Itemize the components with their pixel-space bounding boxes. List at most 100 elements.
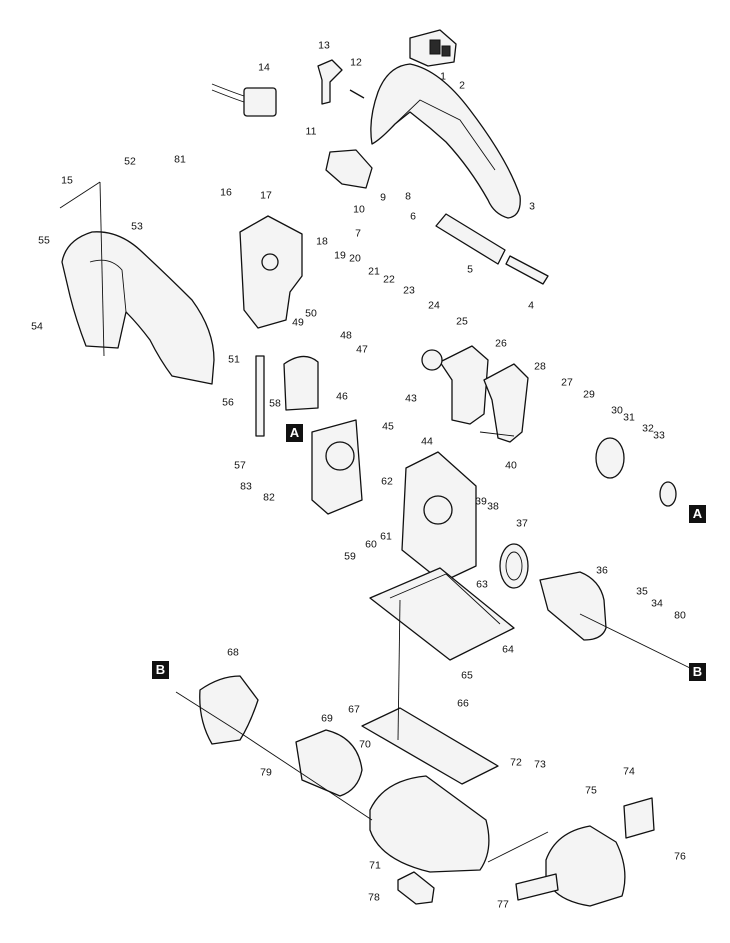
part-label-1: 1 bbox=[440, 70, 446, 83]
part-label-24: 24 bbox=[428, 299, 440, 312]
part-label-50: 50 bbox=[305, 307, 317, 320]
part-label-65: 65 bbox=[461, 669, 473, 682]
part-label-83: 83 bbox=[240, 480, 252, 493]
part-label-23: 23 bbox=[403, 284, 415, 297]
part-label-11: 11 bbox=[305, 125, 317, 138]
part-label-28: 28 bbox=[534, 360, 546, 373]
section-marker-b: B bbox=[152, 661, 169, 679]
part-label-27: 27 bbox=[561, 376, 573, 389]
leader-lines bbox=[59, 181, 691, 863]
part-label-43: 43 bbox=[405, 392, 417, 405]
part-slider-plates-drawing bbox=[421, 345, 529, 443]
part-label-7: 7 bbox=[355, 227, 361, 240]
part-label-54: 54 bbox=[31, 320, 43, 333]
part-label-76: 76 bbox=[674, 850, 686, 863]
part-label-39: 39 bbox=[475, 495, 487, 508]
part-label-20: 20 bbox=[349, 252, 361, 265]
section-marker-a: A bbox=[689, 505, 706, 523]
part-lever-drawing bbox=[317, 59, 365, 105]
part-main-handle-drawing bbox=[61, 231, 215, 385]
part-label-74: 74 bbox=[623, 765, 635, 778]
part-label-16: 16 bbox=[220, 186, 232, 199]
part-label-22: 22 bbox=[383, 273, 395, 286]
part-armature-drawing bbox=[539, 571, 607, 641]
part-rear-cover-drawing bbox=[545, 825, 626, 907]
part-label-13: 13 bbox=[318, 39, 330, 52]
part-field-coil-drawing bbox=[295, 729, 363, 797]
part-label-34: 34 bbox=[651, 597, 663, 610]
part-label-5: 5 bbox=[467, 263, 473, 276]
part-label-62: 62 bbox=[381, 475, 393, 488]
part-label-21: 21 bbox=[368, 265, 380, 278]
part-upper-housing-drawing bbox=[239, 215, 303, 329]
part-label-4: 4 bbox=[528, 299, 534, 312]
part-motor-housing-drawing bbox=[369, 775, 490, 873]
part-shoe-plate-drawing bbox=[361, 707, 499, 785]
part-cord-clip-drawing bbox=[397, 871, 435, 905]
part-label-9: 9 bbox=[380, 191, 386, 204]
part-label-48: 48 bbox=[340, 329, 352, 342]
part-label-64: 64 bbox=[502, 643, 514, 656]
part-label-59: 59 bbox=[344, 550, 356, 563]
part-label-56: 56 bbox=[222, 396, 234, 409]
part-label-8: 8 bbox=[405, 190, 411, 203]
part-label-70: 70 bbox=[359, 738, 371, 751]
part-label-82: 82 bbox=[263, 491, 275, 504]
part-label-29: 29 bbox=[583, 388, 595, 401]
part-label-58: 58 bbox=[269, 397, 281, 410]
part-plunger-rod-drawing bbox=[255, 355, 265, 437]
part-label-79: 79 bbox=[260, 766, 272, 779]
part-label-44: 44 bbox=[421, 435, 433, 448]
part-label-69: 69 bbox=[321, 712, 333, 725]
part-gear-housing-drawing bbox=[401, 451, 477, 583]
part-label-77: 77 bbox=[497, 898, 509, 911]
part-label-2: 2 bbox=[459, 79, 465, 92]
section-marker-a: A bbox=[286, 424, 303, 442]
part-label-55: 55 bbox=[38, 234, 50, 247]
part-baffle-ring-drawing bbox=[199, 675, 259, 745]
part-label-80: 80 bbox=[674, 609, 686, 622]
part-label-19: 19 bbox=[334, 249, 346, 262]
part-label-33: 33 bbox=[653, 429, 665, 442]
part-label-45: 45 bbox=[382, 420, 394, 433]
part-label-72: 72 bbox=[510, 756, 522, 769]
part-drive-gear-drawing bbox=[499, 543, 529, 589]
part-label-6: 6 bbox=[410, 210, 416, 223]
part-label-81: 81 bbox=[174, 153, 186, 166]
part-label-17: 17 bbox=[260, 189, 272, 202]
part-label-60: 60 bbox=[365, 538, 377, 551]
part-label-15: 15 bbox=[61, 174, 73, 187]
part-label-12: 12 bbox=[350, 56, 362, 69]
part-label-25: 25 bbox=[456, 315, 468, 328]
part-base-plate-drawing bbox=[369, 567, 515, 661]
part-label-3: 3 bbox=[529, 200, 535, 213]
section-marker-b: B bbox=[689, 663, 706, 681]
part-label-66: 66 bbox=[457, 697, 469, 710]
part-label-10: 10 bbox=[353, 203, 365, 216]
part-label-61: 61 bbox=[380, 530, 392, 543]
part-label-35: 35 bbox=[636, 585, 648, 598]
part-labels-drawing bbox=[515, 797, 655, 901]
part-label-30: 30 bbox=[611, 404, 623, 417]
part-label-37: 37 bbox=[516, 517, 528, 530]
part-label-49: 49 bbox=[292, 316, 304, 329]
part-label-47: 47 bbox=[356, 343, 368, 356]
part-label-52: 52 bbox=[124, 155, 136, 168]
part-label-71: 71 bbox=[369, 859, 381, 872]
part-label-40: 40 bbox=[505, 459, 517, 472]
part-label-14: 14 bbox=[258, 61, 270, 74]
part-label-51: 51 bbox=[228, 353, 240, 366]
part-label-18: 18 bbox=[316, 235, 328, 248]
part-label-31: 31 bbox=[623, 411, 635, 424]
part-label-78: 78 bbox=[368, 891, 380, 904]
part-label-32: 32 bbox=[642, 422, 654, 435]
part-label-46: 46 bbox=[336, 390, 348, 403]
part-cord-guard-drawing bbox=[435, 213, 549, 285]
part-cord-cable-drawing bbox=[211, 83, 277, 117]
part-label-53: 53 bbox=[131, 220, 143, 233]
part-label-38: 38 bbox=[487, 500, 499, 513]
part-switch-drawing bbox=[409, 29, 457, 67]
part-sleeve-drawing bbox=[283, 355, 319, 411]
part-label-26: 26 bbox=[495, 337, 507, 350]
